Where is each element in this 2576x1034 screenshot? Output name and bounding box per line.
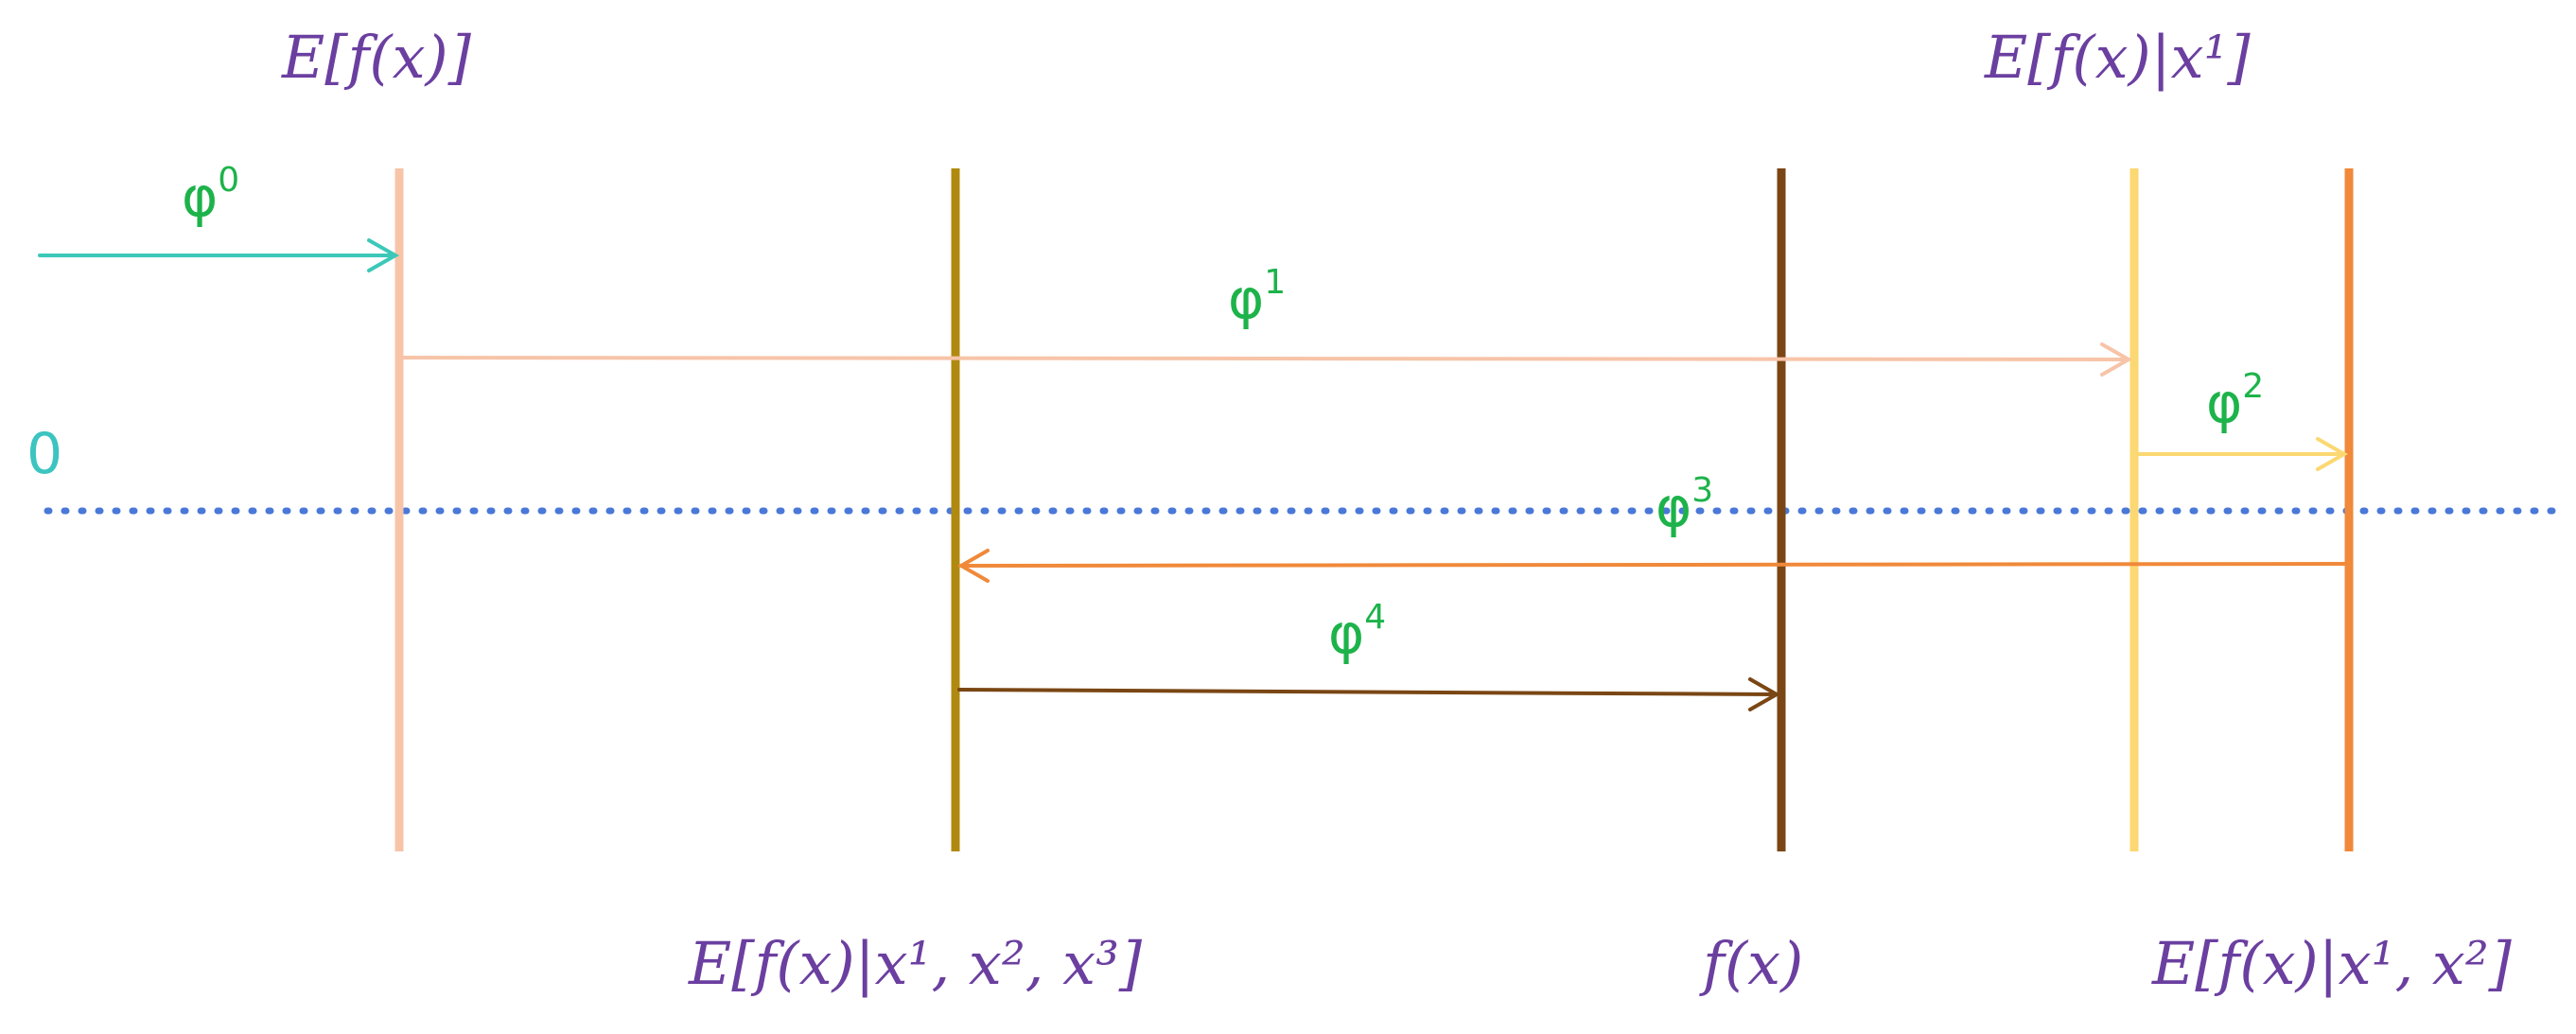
phi0-label: φ0 [182, 161, 239, 229]
label-expected-value: E[f(x)] [281, 23, 472, 92]
zero-label: 0 [26, 421, 62, 487]
label-conditional-x1: E[f(x)|x¹] [1984, 23, 2251, 92]
phi4-label: φ4 [1328, 598, 1386, 666]
arrow-phi0 [38, 238, 400, 272]
label-conditional-x1-x2-x3: E[f(x)|x¹, x², x³] [688, 929, 1143, 998]
phi1-label: φ1 [1228, 263, 1286, 331]
phi3-label: φ3 [1656, 471, 1713, 539]
arrow-phi4 [957, 677, 1781, 711]
arrow-phi2 [2136, 437, 2349, 471]
arrow-phi3 [956, 549, 2346, 583]
phi2-label: φ2 [2206, 367, 2264, 435]
arrow-phi1 [401, 342, 2133, 377]
label-fx: f(x) [1699, 929, 1803, 998]
label-conditional-x1-x2: E[f(x)|x¹, x²] [2151, 929, 2513, 998]
